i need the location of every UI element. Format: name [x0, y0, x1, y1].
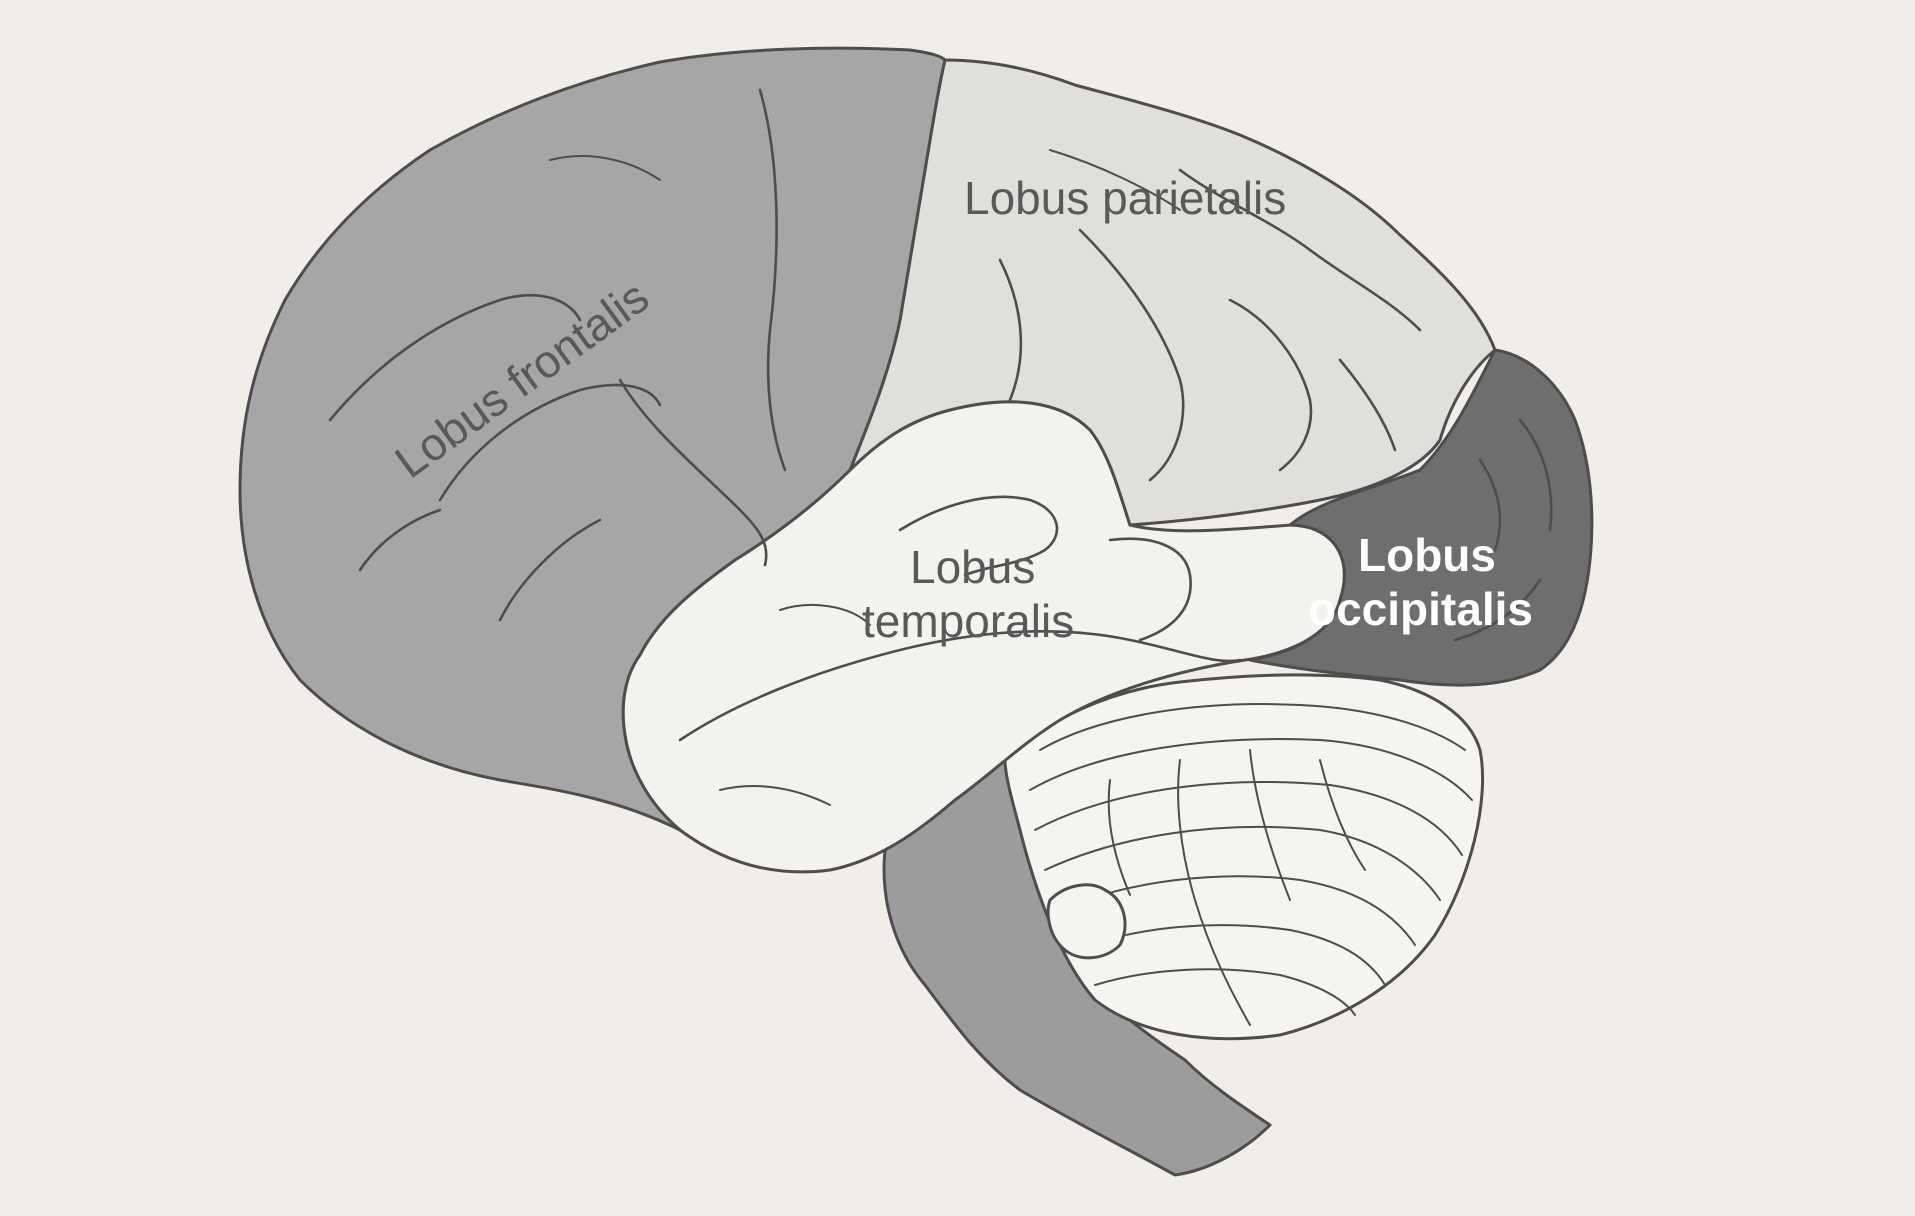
label-occipital-lobe-line2: occipitalis — [1308, 583, 1533, 635]
label-occipital-lobe-line1: Lobus — [1358, 529, 1496, 581]
frontal-lobe-shape — [238, 46, 947, 832]
cerebellum-folia — [1029, 703, 1473, 1026]
label-temporal-lobe-line2: temporalis — [862, 595, 1074, 647]
occipital-lobe — [1248, 348, 1594, 687]
label-parietal-lobe: Lobus parietalis — [964, 172, 1286, 224]
label-temporal-lobe-line1: Lobus — [910, 541, 1035, 593]
frontal-lobe — [238, 46, 947, 832]
cerebellum — [1003, 673, 1485, 1041]
occipital-lobe-shape — [1248, 348, 1594, 687]
flocculus — [1046, 883, 1127, 960]
